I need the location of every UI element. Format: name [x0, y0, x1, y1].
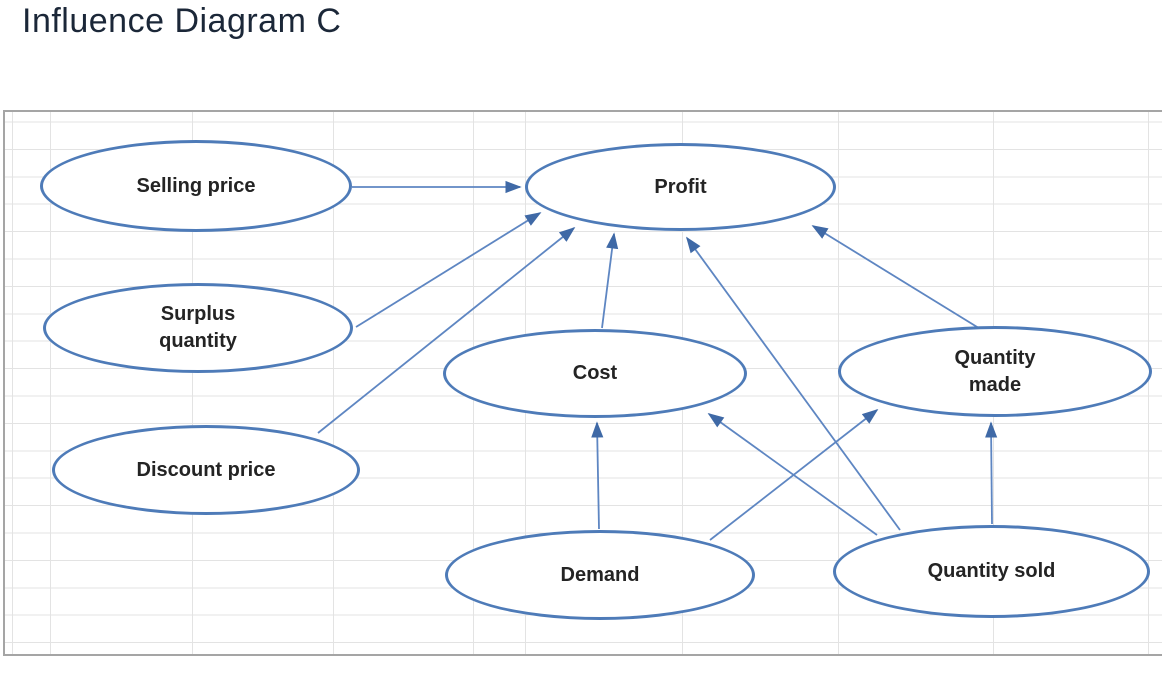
node-selling-price: Selling price	[40, 140, 352, 232]
node-profit: Profit	[525, 143, 836, 231]
node-selling-price-label: Selling price	[136, 174, 256, 197]
node-cost-label: Cost	[572, 362, 618, 384]
page-title: Influence Diagram C	[22, 2, 342, 40]
node-quantity-made: Quantity made	[838, 326, 1152, 417]
node-quantity-made-label: Quantity made	[954, 346, 1036, 396]
node-demand-label: Demand	[560, 563, 640, 586]
node-cost: Cost	[443, 329, 747, 418]
node-demand: Demand	[445, 530, 755, 620]
node-discount-price: Discount price	[52, 425, 360, 515]
node-discount-price-label: Discount price	[136, 458, 276, 481]
node-quantity-sold: Quantity sold	[833, 525, 1150, 618]
node-quantity-sold-label: Quantity sold	[927, 560, 1056, 582]
node-surplus-quantity-label: Surplus quantity	[159, 303, 237, 352]
node-surplus-quantity: Surplus quantity	[43, 283, 353, 373]
node-profit-label: Profit	[654, 175, 707, 198]
